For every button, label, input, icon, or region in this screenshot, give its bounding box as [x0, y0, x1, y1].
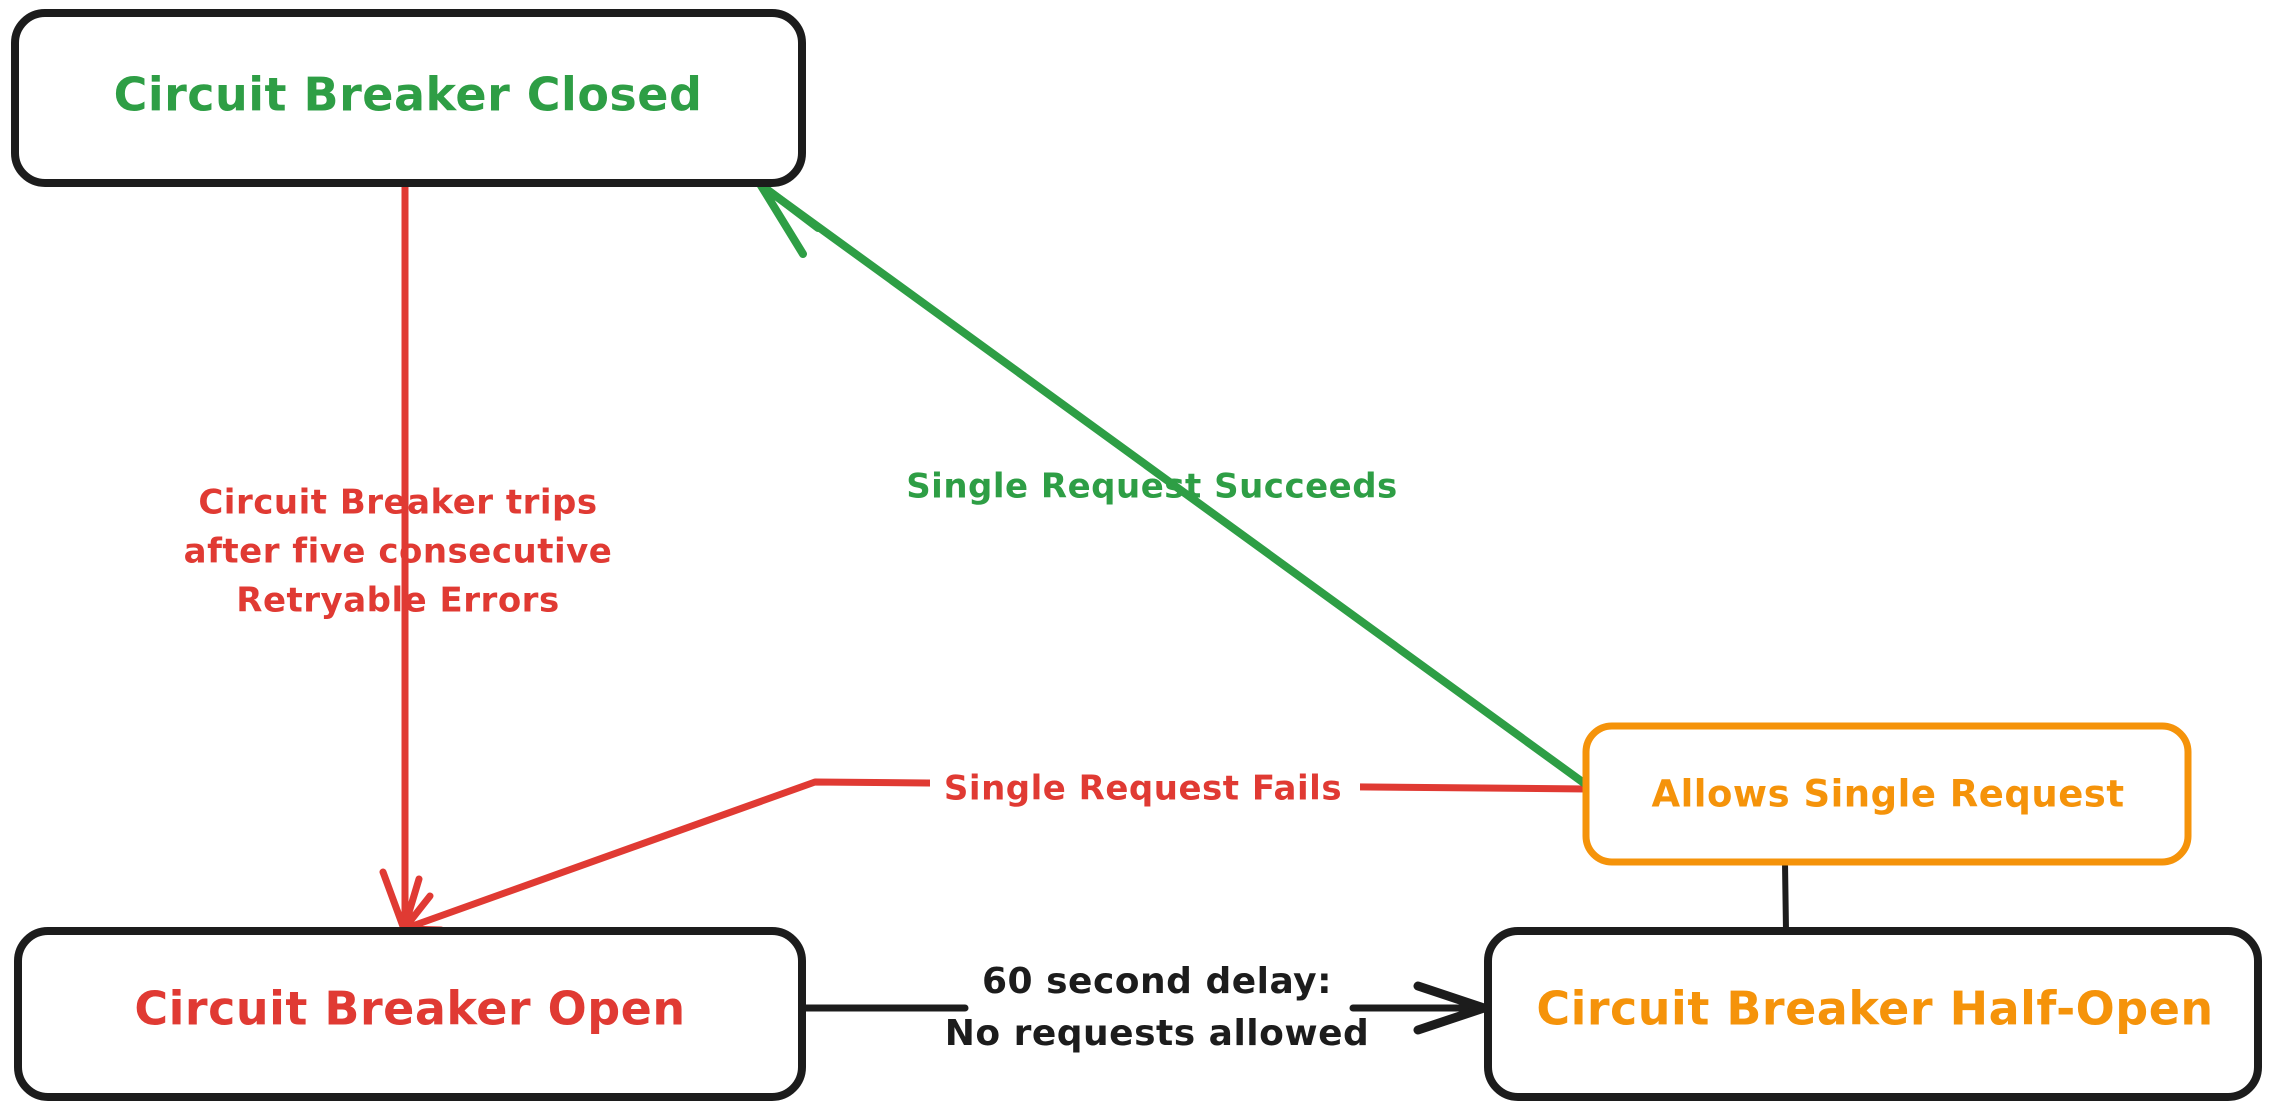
- edge-label-closed-to-open: Circuit Breaker trips after five consecu…: [184, 483, 613, 621]
- arrowhead-allows-to-closed: [756, 180, 822, 258]
- edge-label-closed-to-open-line2: after five consecutive: [184, 532, 613, 572]
- node-allows-single-request-label: Allows Single Request: [1651, 773, 2124, 816]
- edge-label-allows-to-open-text: Single Request Fails: [944, 769, 1342, 809]
- node-half-open-box[interactable]: [1484, 927, 2262, 1101]
- edge-label-allows-to-closed-text: Single Request Succeeds: [906, 467, 1398, 507]
- edge-label-allows-to-open: Single Request Fails: [930, 762, 1360, 818]
- edge-label-closed-to-open-line3: Retryable Errors: [236, 581, 559, 621]
- edge-label-allows-to-open-backdrop: [930, 762, 1360, 818]
- node-closed-label: Circuit Breaker Closed: [114, 68, 703, 122]
- node-allows-single-request-box[interactable]: [1582, 722, 2192, 866]
- node-allows-single-request[interactable]: Allows Single Request: [1582, 722, 2192, 866]
- node-open-label: Circuit Breaker Open: [134, 982, 685, 1036]
- edge-allows-to-half-open: [1782, 860, 1789, 934]
- edge-label-closed-to-open-line1: Circuit Breaker trips: [198, 483, 597, 523]
- edge-line-allows-to-closed: [758, 182, 1592, 790]
- node-circuit-breaker-open[interactable]: Circuit Breaker Open: [14, 927, 806, 1101]
- node-open-box[interactable]: [14, 927, 806, 1101]
- node-half-open-label: Circuit Breaker Half-Open: [1536, 982, 2213, 1036]
- edge-label-open-to-half-open-line2: No requests allowed: [945, 1013, 1370, 1054]
- edge-label-allows-to-closed: Single Request Succeeds: [906, 467, 1398, 507]
- edge-label-open-to-half-open: 60 second delay: No requests allowed: [945, 961, 1370, 1054]
- edge-label-open-to-half-open-line1: 60 second delay:: [982, 961, 1332, 1002]
- node-circuit-breaker-half-open[interactable]: Circuit Breaker Half-Open: [1484, 927, 2262, 1101]
- node-circuit-breaker-closed[interactable]: Circuit Breaker Closed: [11, 9, 806, 187]
- edge-line-allows-to-half-open: [1782, 860, 1789, 934]
- node-closed-box[interactable]: [11, 9, 806, 187]
